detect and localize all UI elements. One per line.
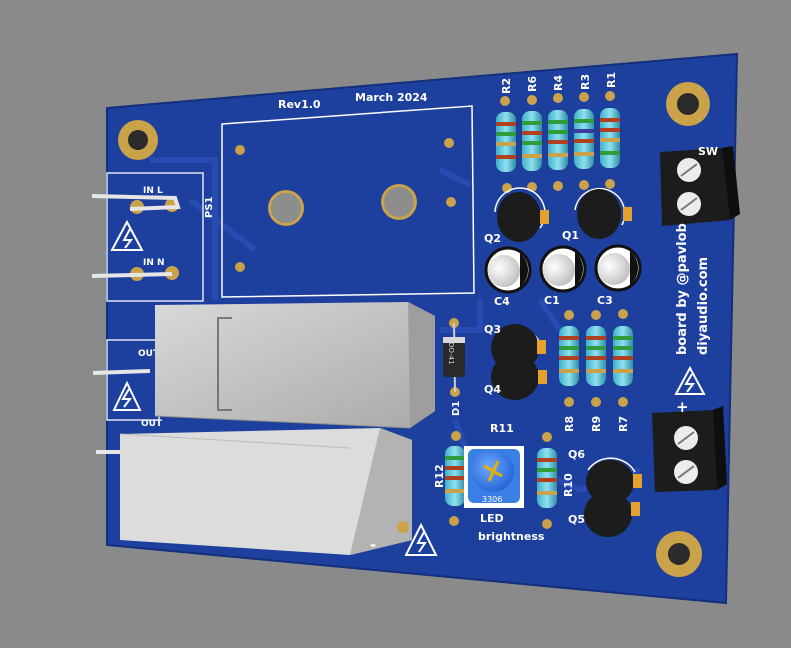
transistor-q6 bbox=[586, 457, 642, 504]
transistor-q4 bbox=[491, 354, 547, 400]
label-q6: Q6 bbox=[568, 448, 585, 461]
credit-line1: board by @pavlob bbox=[675, 223, 690, 355]
label-r4: R4 bbox=[552, 75, 565, 91]
label-r11: R11 bbox=[490, 422, 514, 435]
label-q4: Q4 bbox=[484, 383, 501, 396]
label-r6: R6 bbox=[526, 76, 539, 92]
led-terminal-block bbox=[652, 406, 727, 492]
mounting-hole-top-right bbox=[666, 82, 710, 126]
label-c4: C4 bbox=[494, 295, 510, 308]
label-q3: Q3 bbox=[484, 323, 501, 336]
resistor-r12 bbox=[445, 431, 465, 526]
ps1-pads bbox=[235, 138, 456, 272]
led-label-line1: LED bbox=[480, 512, 504, 525]
label-r9: R9 bbox=[590, 416, 603, 432]
trimmer-code: 3306 bbox=[482, 495, 502, 504]
hv-warning-icon bbox=[674, 365, 706, 395]
hv-warning-icon bbox=[112, 380, 142, 411]
label-r3: R3 bbox=[579, 74, 592, 90]
resistor-r9 bbox=[586, 310, 606, 407]
capacitor-c4 bbox=[484, 246, 532, 294]
label-c1: C1 bbox=[544, 294, 560, 307]
transistor-q2 bbox=[494, 187, 549, 242]
resistor-r4 bbox=[548, 93, 568, 191]
label-q1: Q1 bbox=[562, 229, 579, 242]
trimmer-r11: 3306 bbox=[464, 446, 524, 508]
resistor-r3 bbox=[574, 92, 594, 190]
transistor-q1 bbox=[574, 187, 632, 239]
mounting-hole-bottom-right bbox=[656, 531, 702, 577]
resistor-top-labels: R2 R6 R4 R3 R1 bbox=[500, 72, 618, 94]
resistor-row-top bbox=[496, 91, 620, 193]
mounting-hole-top-left bbox=[118, 120, 158, 160]
transistor-q5 bbox=[584, 491, 640, 537]
resistor-r2 bbox=[496, 96, 516, 193]
capacitor-c3 bbox=[594, 244, 642, 292]
minus-label: - bbox=[370, 536, 376, 554]
label-r10: R10 bbox=[562, 473, 575, 497]
led-label-line2: brightness bbox=[478, 530, 545, 543]
date-label: March 2024 bbox=[355, 91, 428, 104]
label-r8: R8 bbox=[563, 416, 576, 432]
label-q5: Q5 bbox=[568, 513, 585, 526]
resistor-r8 bbox=[559, 310, 579, 407]
label-c3: C3 bbox=[597, 294, 613, 307]
hv-warning-icon bbox=[110, 219, 144, 251]
label-q2: Q2 bbox=[484, 232, 501, 245]
diode-d1: DO-41 bbox=[443, 318, 465, 397]
revision-label: Rev1.0 bbox=[278, 98, 321, 111]
out-l-pin bbox=[92, 369, 151, 375]
out-l-label: OUT bbox=[138, 349, 160, 359]
d1-label: D1 bbox=[451, 401, 462, 416]
label-r7: R7 bbox=[617, 416, 630, 432]
input-terminal-outline bbox=[106, 172, 204, 302]
credit-line2: diyaudio.com bbox=[696, 257, 711, 355]
capacitor-c1 bbox=[539, 245, 587, 293]
resistor-r10 bbox=[537, 432, 557, 529]
resistor-r1 bbox=[600, 91, 620, 189]
pad bbox=[397, 521, 409, 533]
resistor-r6 bbox=[522, 95, 542, 192]
ps1-label: PS1 bbox=[204, 196, 215, 218]
label-r1: R1 bbox=[605, 72, 618, 88]
resistor-r7 bbox=[613, 309, 633, 407]
sw-label: SW bbox=[698, 145, 718, 158]
in-l-pin bbox=[91, 194, 181, 214]
label-r12: R12 bbox=[433, 464, 446, 488]
in-n-pin bbox=[91, 266, 179, 281]
ps1-holes bbox=[268, 184, 417, 226]
out-n-label: OUT bbox=[141, 419, 163, 429]
d1-body-label: DO-41 bbox=[447, 342, 455, 365]
hv-warning-icon bbox=[404, 522, 438, 556]
plus-label: + bbox=[676, 398, 689, 416]
relay-lower bbox=[119, 428, 412, 555]
in-l-label: IN L bbox=[143, 186, 163, 196]
ps1-outline bbox=[221, 105, 475, 298]
label-r2: R2 bbox=[500, 78, 513, 94]
resistor-row-mid bbox=[559, 309, 633, 407]
in-n-label: IN N bbox=[143, 258, 165, 268]
relay-upper bbox=[154, 302, 435, 429]
sw-terminal-block bbox=[660, 146, 740, 226]
